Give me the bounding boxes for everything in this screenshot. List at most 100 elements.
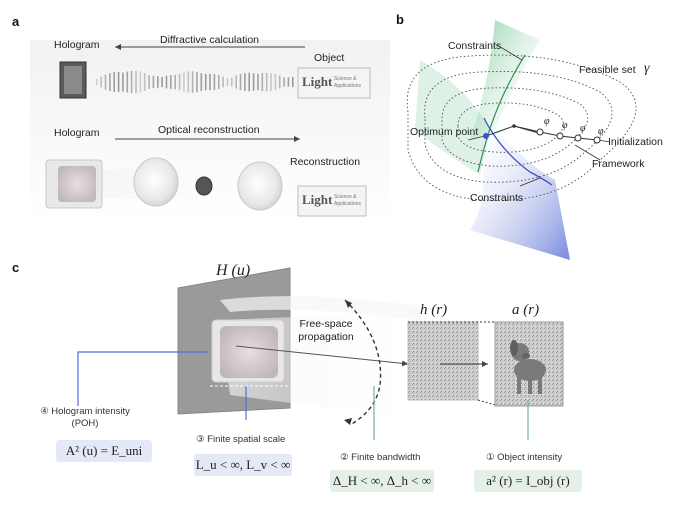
light-logo-sub-bottom: Science & Applications <box>334 194 361 207</box>
wave-bar <box>113 72 115 92</box>
aperture <box>195 176 213 196</box>
reconstruction-card <box>297 185 367 217</box>
wave-bar <box>170 75 172 89</box>
object-card <box>297 67 371 99</box>
annotation-1-math: a² (r) = I_obj (r) <box>474 470 582 492</box>
wave-bar <box>183 72 185 92</box>
wave-bar <box>278 75 281 89</box>
dog-object <box>510 340 546 394</box>
wave-bar <box>213 74 216 90</box>
light-logo-bottom: Light <box>302 192 333 207</box>
wave-bar <box>270 73 272 91</box>
free-space-propagation-label: Free-space propagation <box>298 318 354 343</box>
wave-bar <box>235 75 237 89</box>
light-logo-top: Light <box>302 74 333 89</box>
annotation-3-label: Finite spatial scale <box>207 434 286 445</box>
h-plane <box>407 321 479 401</box>
optical-reconstruction-label: Optical reconstruction <box>158 124 260 136</box>
H-u-label: H (u) <box>216 262 251 279</box>
a-r-label: a (r) <box>512 302 540 318</box>
optimization-path <box>483 124 611 161</box>
wave-bar <box>231 77 233 87</box>
wave-bar <box>187 71 190 93</box>
wave-bar <box>130 70 133 94</box>
diffraction-wave <box>96 70 294 94</box>
wave-bar <box>252 73 255 91</box>
phi-3: φ <box>580 123 586 134</box>
feasible-set-label: Feasible set <box>579 64 636 76</box>
wave-bar <box>157 76 159 88</box>
wave-bar <box>248 72 250 92</box>
initialization-label: Initialization <box>608 136 663 148</box>
annotation-1-num: ① <box>486 452 495 463</box>
annotation-3-num: ③ <box>196 434 205 445</box>
wave-bar <box>222 76 224 88</box>
wave-bar <box>292 77 294 88</box>
wave-bar <box>287 77 290 87</box>
annotation-4-math: A² (u) = E_uni <box>56 440 152 462</box>
hologram-label-top: Hologram <box>54 39 100 51</box>
lens-1 <box>133 157 179 207</box>
light-logo-sub-top: Science & Applications <box>334 76 361 89</box>
phi-2: φ <box>562 120 568 131</box>
wave-bar <box>143 73 146 91</box>
annotation-2-text: ② Finite bandwidth <box>340 452 420 463</box>
annotation-4-text: ④ Hologram intensity (POH) <box>40 406 130 430</box>
wave-bar <box>239 73 242 91</box>
wave-bar <box>122 72 124 92</box>
annotation-2-label: Finite bandwidth <box>351 452 421 463</box>
optimum-point-label: Optimum point <box>410 126 479 138</box>
wave-bar <box>152 75 155 89</box>
wave-bar <box>174 74 176 90</box>
annotation-4-num: ④ <box>40 406 49 417</box>
wave-bar <box>135 70 137 94</box>
annotation-2-math: Δ_H < ∞, Δ_h < ∞ <box>330 470 434 492</box>
wave-bar <box>148 75 150 89</box>
annotation-3-math: L_u < ∞, L_v < ∞ <box>194 454 292 476</box>
framework-label: Framework <box>592 158 645 170</box>
feasible-set-symbol: γ <box>644 61 650 76</box>
phi-4: φ <box>598 126 604 137</box>
phi-1: φ <box>544 116 550 127</box>
wave-bar <box>283 77 285 87</box>
annotation-1-label: Object intensity <box>497 452 563 463</box>
wave-bar <box>109 73 111 92</box>
panel-a-graphics <box>30 40 390 225</box>
wave-bar <box>274 74 277 91</box>
wave-bar <box>191 71 194 93</box>
wave-bar <box>96 79 98 85</box>
wave-bar <box>178 73 181 91</box>
diffractive-calculation-label: Diffractive calculation <box>160 34 260 46</box>
wave-bar <box>218 75 220 89</box>
panel-label-c: c <box>12 260 20 275</box>
wave-bar <box>204 73 207 91</box>
lens-2 <box>237 161 283 211</box>
constraints-bottom-label: Constraints <box>470 192 524 204</box>
annotation-1-text: ① Object intensity <box>486 452 562 463</box>
panel-label-a: a <box>12 14 20 29</box>
object-label: Object <box>314 52 345 64</box>
wave-bar <box>226 78 229 86</box>
wave-bar <box>200 73 203 91</box>
h-r-label: h (r) <box>420 302 448 318</box>
constraints-top-label: Constraints <box>448 40 502 52</box>
wave-bar <box>117 72 120 92</box>
wave-bar <box>104 74 107 90</box>
hologram-label-bottom: Hologram <box>54 127 100 139</box>
wave-bar <box>209 73 211 91</box>
panel-c-graphics <box>77 267 564 440</box>
annotation-2-num: ② <box>340 452 349 463</box>
wave-bar <box>165 75 168 89</box>
wave-bar <box>161 76 163 88</box>
wave-bar <box>196 71 198 93</box>
panel-label-b: b <box>396 12 404 27</box>
annotation-4-label: Hologram intensity (POH) <box>51 406 130 429</box>
feasible-contours <box>406 54 637 201</box>
wave-bar <box>126 71 129 93</box>
wave-bar <box>244 73 246 91</box>
wave-bar <box>257 73 259 91</box>
wave-bar <box>261 73 264 91</box>
wave-bar <box>265 72 268 92</box>
annotation-3-text: ③ Finite spatial scale <box>196 434 285 445</box>
